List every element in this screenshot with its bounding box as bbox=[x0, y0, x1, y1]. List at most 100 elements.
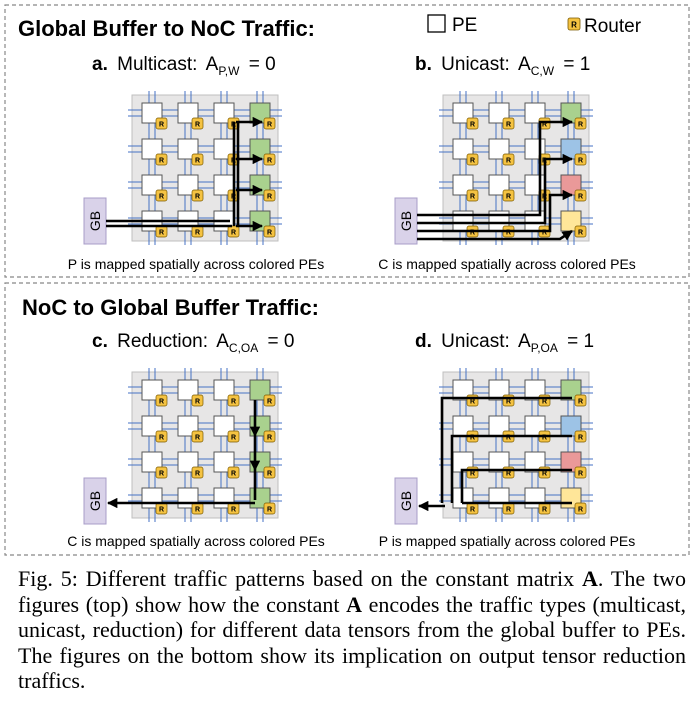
router-icon bbox=[263, 430, 276, 443]
panel-d-heading: d. Unicast: AP,OA = 1 bbox=[415, 331, 594, 357]
router-glyph: R bbox=[267, 507, 272, 514]
router-icon bbox=[155, 430, 168, 443]
router-legend-icon bbox=[567, 17, 581, 31]
router-icon bbox=[191, 430, 204, 443]
router-glyph: R bbox=[578, 471, 583, 478]
router-glyph: R bbox=[542, 122, 547, 129]
router-glyph: R bbox=[159, 399, 164, 406]
router-glyph: R bbox=[470, 194, 475, 201]
router-glyph: R bbox=[195, 230, 200, 237]
router-glyph: R bbox=[267, 194, 272, 201]
router-icon bbox=[191, 466, 204, 479]
router-glyph: R bbox=[470, 158, 475, 165]
panel-d-gb-box: GB bbox=[394, 477, 418, 525]
panel-c-heading: c. Reduction: AC,OA = 0 bbox=[92, 331, 294, 357]
router-glyph: R bbox=[195, 471, 200, 478]
pe-legend-label: PE bbox=[452, 15, 477, 36]
router-icon bbox=[502, 189, 515, 202]
router-glyph: R bbox=[159, 158, 164, 165]
router-icon bbox=[227, 466, 240, 479]
panel-a-heading: a. Multicast: AP,W = 0 bbox=[92, 54, 276, 80]
router-glyph: R bbox=[506, 194, 511, 201]
panel-b-heading: b. Unicast: AC,W = 1 bbox=[415, 54, 590, 80]
router-glyph: R bbox=[578, 122, 583, 129]
top-section-box bbox=[4, 4, 690, 278]
router-icon bbox=[227, 430, 240, 443]
router-glyph: R bbox=[267, 399, 272, 406]
router-legend-glyph: R bbox=[571, 21, 577, 30]
router-glyph: R bbox=[470, 399, 475, 406]
router-glyph: R bbox=[470, 122, 475, 129]
panel-c-reduction-path bbox=[106, 400, 261, 509]
router-icon bbox=[466, 189, 479, 202]
router-glyph: R bbox=[506, 507, 511, 514]
router-glyph: R bbox=[195, 122, 200, 129]
router-icon bbox=[502, 117, 515, 130]
router-glyph: R bbox=[159, 230, 164, 237]
router-icon bbox=[155, 394, 168, 407]
router-glyph: R bbox=[195, 194, 200, 201]
panel-b-caption: C is mapped spatially across colored PEs bbox=[378, 256, 636, 272]
router-glyph: R bbox=[506, 399, 511, 406]
router-glyph: R bbox=[506, 435, 511, 442]
router-glyph: R bbox=[578, 158, 583, 165]
router-icon bbox=[263, 189, 276, 202]
router-icon bbox=[227, 394, 240, 407]
router-icon bbox=[574, 225, 587, 238]
bottom-section-title: NoC to Global Buffer Traffic: bbox=[22, 295, 319, 320]
router-glyph: R bbox=[195, 158, 200, 165]
router-icon bbox=[191, 189, 204, 202]
router-glyph: R bbox=[267, 435, 272, 442]
svg-text:GB: GB bbox=[398, 491, 414, 511]
panel-a-gb-box: GB bbox=[83, 197, 107, 245]
router-icon bbox=[263, 117, 276, 130]
bottom-section-box bbox=[4, 282, 690, 556]
router-icon bbox=[191, 153, 204, 166]
router-glyph: R bbox=[231, 230, 236, 237]
router-glyph: R bbox=[470, 507, 475, 514]
router-icon bbox=[574, 430, 587, 443]
router-glyph: R bbox=[542, 507, 547, 514]
router-glyph: R bbox=[542, 399, 547, 406]
router-glyph: R bbox=[470, 471, 475, 478]
figure-caption: Fig. 5: Different traffic patterns based… bbox=[18, 566, 687, 693]
panel-c-gb-box: GB bbox=[83, 477, 107, 525]
router-icon bbox=[263, 502, 276, 515]
router-icon bbox=[155, 189, 168, 202]
svg-text:GB: GB bbox=[87, 211, 103, 231]
svg-text:GB: GB bbox=[398, 211, 414, 231]
router-glyph: R bbox=[267, 471, 272, 478]
router-glyph: R bbox=[578, 230, 583, 237]
router-glyph: R bbox=[267, 230, 272, 237]
router-glyph: R bbox=[506, 230, 511, 237]
router-glyph: R bbox=[506, 158, 511, 165]
router-glyph: R bbox=[159, 122, 164, 129]
router-icon bbox=[574, 117, 587, 130]
svg-text:GB: GB bbox=[87, 491, 103, 511]
router-glyph: R bbox=[159, 507, 164, 514]
panel-b-unicast-path bbox=[417, 116, 574, 241]
router-glyph: R bbox=[195, 507, 200, 514]
panel-d-caption: P is mapped spatially across colored PEs bbox=[379, 533, 636, 549]
router-glyph: R bbox=[159, 194, 164, 201]
router-icon bbox=[574, 394, 587, 407]
panel-b-gb-box: GB bbox=[394, 197, 418, 245]
router-glyph: R bbox=[578, 399, 583, 406]
router-glyph: R bbox=[506, 122, 511, 129]
router-glyph: R bbox=[578, 194, 583, 201]
traffic-figure: Global Buffer to NoC Traffic: NoC to Glo… bbox=[4, 4, 690, 556]
panel-c-caption: C is mapped spatially across colored PEs bbox=[67, 533, 325, 549]
router-icon bbox=[466, 153, 479, 166]
router-icon bbox=[574, 189, 587, 202]
router-glyph: R bbox=[506, 471, 511, 478]
router-glyph: R bbox=[542, 435, 547, 442]
router-icon bbox=[263, 225, 276, 238]
router-glyph: R bbox=[267, 158, 272, 165]
router-glyph: R bbox=[231, 471, 236, 478]
router-glyph: R bbox=[542, 471, 547, 478]
router-glyph: R bbox=[470, 230, 475, 237]
